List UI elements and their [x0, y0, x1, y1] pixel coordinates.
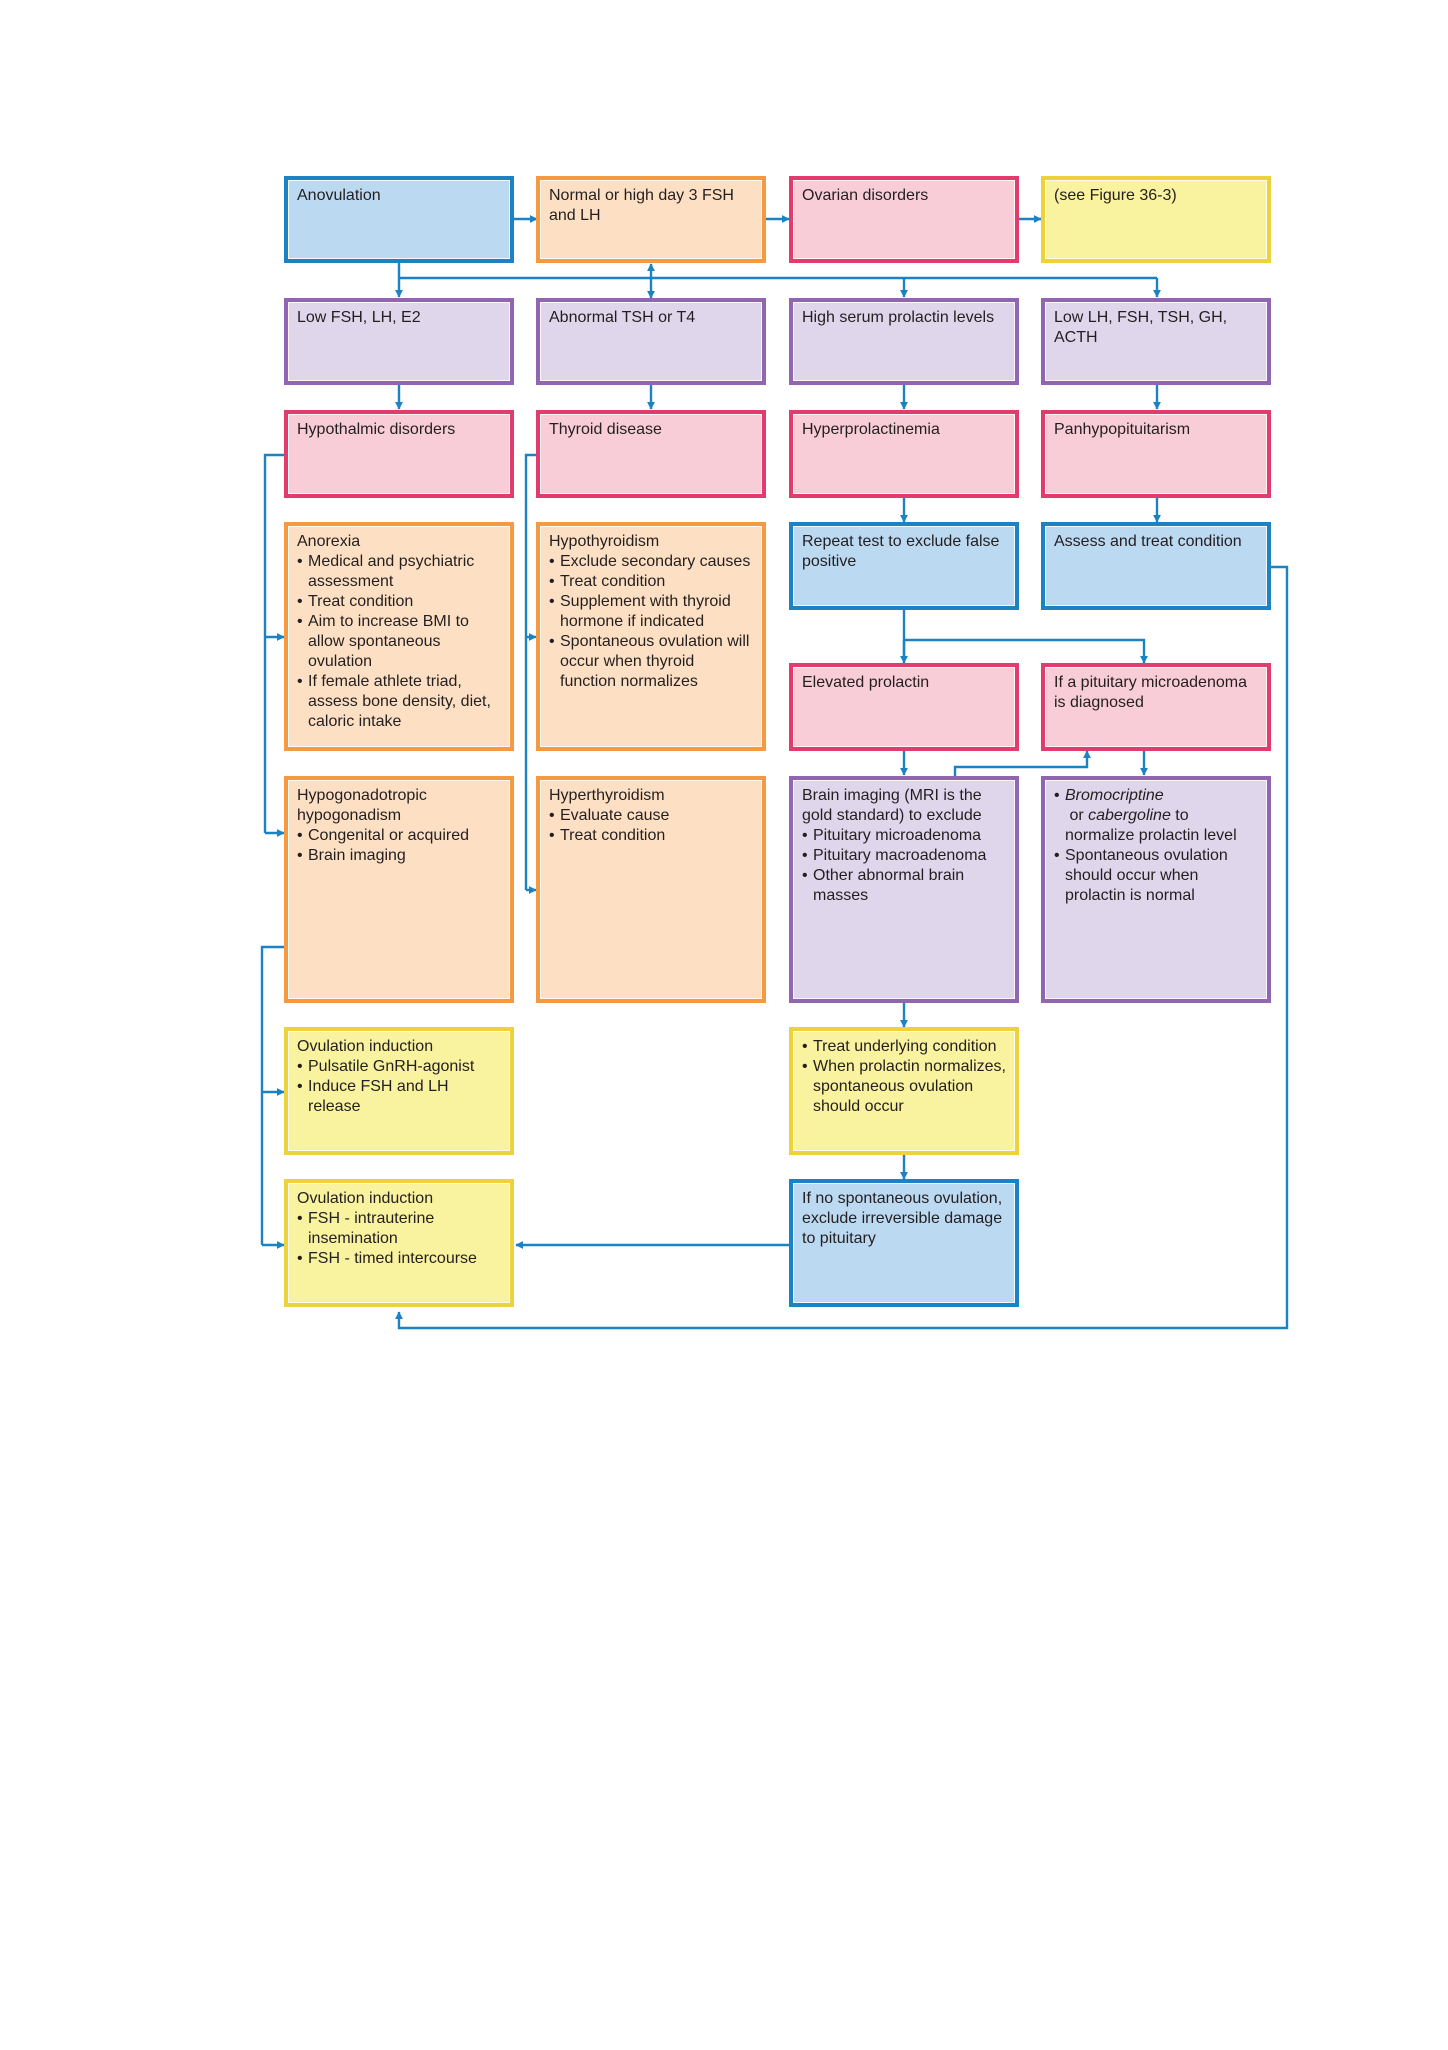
list-item: Treat condition — [549, 572, 754, 592]
or-text: or — [1065, 807, 1089, 824]
thyroid-disease-box: Thyroid disease — [536, 410, 766, 498]
high-prolactin-text: High serum prolactin levels — [802, 309, 995, 326]
anorexia-box: Anorexia Medical and psychiatric assessm… — [284, 522, 514, 751]
normalize-text: to normalize prolactin level — [1065, 807, 1237, 844]
thyroid-disease-text: Thyroid disease — [549, 421, 662, 438]
bromocriptine-drug: Bromocriptine — [1065, 787, 1164, 804]
hyperprolactinemia-text: Hyperprolactinemia — [802, 421, 940, 438]
list-item: Pituitary microadenoma — [802, 826, 1007, 846]
cabergoline-drug: cabergoline — [1088, 807, 1171, 824]
arrow-brain-micro — [953, 750, 1091, 777]
hypogonadotropic-title: Hypogonadotropic hypogonadism — [297, 787, 427, 824]
hypothyroidism-title: Hypothyroidism — [549, 533, 660, 550]
treat-underlying-box: Treat underlying condition When prolacti… — [789, 1027, 1019, 1155]
hypothalamic-bracket — [263, 453, 286, 833]
low-fsh-lh-e2-text: Low FSH, LH, E2 — [297, 309, 421, 326]
list-item: Spontaneous ovulation will occur when th… — [549, 632, 754, 692]
brain-imaging-list: Pituitary microadenoma Pituitary macroad… — [802, 826, 1007, 906]
repeat-test-box: Repeat test to exclude false positive — [789, 522, 1019, 610]
list-item: Other abnormal brain masses — [802, 866, 1007, 906]
ovulation-induction-1-box: Ovulation induction Pulsatile GnRH-agoni… — [284, 1027, 514, 1155]
list-item: When prolactin normalizes, spontaneous o… — [802, 1057, 1007, 1117]
normal-high-fsh-text: Normal or high day 3 FSH and LH — [549, 187, 734, 224]
ovulation-induction-2-list: FSH - intrauterine insemination FSH - ti… — [297, 1209, 502, 1269]
list-item: FSH - intrauterine insemination — [297, 1209, 502, 1249]
hypogonadotropic-bracket — [260, 945, 286, 1245]
hyperthyroidism-title: Hyperthyroidism — [549, 787, 665, 804]
ovarian-disorders-text: Ovarian disorders — [802, 187, 929, 204]
high-prolactin-box: High serum prolactin levels — [789, 298, 1019, 385]
list-item: Bromocriptine or cabergoline to normaliz… — [1054, 786, 1259, 846]
assess-treat-text: Assess and treat condition — [1054, 533, 1242, 550]
pituitary-micro-box: If a pituitary microadenoma is diagnosed — [1041, 663, 1271, 751]
hypothalamic-text: Hypothalmic disorders — [297, 421, 456, 438]
low-fsh-lh-e2-box: Low FSH, LH, E2 — [284, 298, 514, 385]
hypogonadotropic-box: Hypogonadotropic hypogonadism Congenital… — [284, 776, 514, 1003]
list-item: Treat condition — [549, 826, 754, 846]
list-item: Pulsatile GnRH-agonist — [297, 1057, 502, 1077]
ovulation-induction-2-title: Ovulation induction — [297, 1190, 434, 1207]
thyroid-bracket — [524, 453, 538, 890]
anorexia-list: Medical and psychiatric assessment Treat… — [297, 552, 502, 732]
brain-imaging-title: Brain imaging (MRI is the gold standard)… — [802, 787, 982, 824]
bromocriptine-box: Bromocriptine or cabergoline to normaliz… — [1041, 776, 1271, 1003]
anorexia-title: Anorexia — [297, 533, 361, 550]
normal-high-fsh-box: Normal or high day 3 FSH and LH — [536, 176, 766, 263]
abnormal-tsh-box: Abnormal TSH or T4 — [536, 298, 766, 385]
anovulation-box: Anovulation — [284, 176, 514, 263]
see-figure-text: (see Figure 36-3) — [1054, 187, 1177, 204]
assess-treat-box: Assess and treat condition — [1041, 522, 1271, 610]
hyperprolactinemia-box: Hyperprolactinemia — [789, 410, 1019, 498]
elevated-prolactin-box: Elevated prolactin — [789, 663, 1019, 751]
hypothyroidism-box: Hypothyroidism Exclude secondary causes … — [536, 522, 766, 751]
list-item: Evaluate cause — [549, 806, 754, 826]
low-lh-fsh-tsh-text: Low LH, FSH, TSH, GH, ACTH — [1054, 309, 1228, 346]
list-item: Treat condition — [297, 592, 502, 612]
list-item: Brain imaging — [297, 846, 502, 866]
ovulation-induction-1-list: Pulsatile GnRH-agonist Induce FSH and LH… — [297, 1057, 502, 1117]
bromocriptine-list: Bromocriptine or cabergoline to normaliz… — [1054, 786, 1259, 906]
list-item: FSH - timed intercourse — [297, 1249, 502, 1269]
no-spontaneous-box: If no spontaneous ovulation, exclude irr… — [789, 1179, 1019, 1307]
list-item: Pituitary macroadenoma — [802, 846, 1007, 866]
list-item: Medical and psychiatric assessment — [297, 552, 502, 592]
pituitary-micro-text: If a pituitary microadenoma is diagnosed — [1054, 674, 1247, 711]
list-item: Spontaneous ovulation should occur when … — [1054, 846, 1259, 906]
hypothalamic-box: Hypothalmic disorders — [284, 410, 514, 498]
ovulation-induction-1-title: Ovulation induction — [297, 1038, 434, 1055]
list-item: Aim to increase BMI to allow spontaneous… — [297, 612, 502, 672]
brain-imaging-box: Brain imaging (MRI is the gold standard)… — [789, 776, 1019, 1003]
ovulation-induction-2-box: Ovulation induction FSH - intrauterine i… — [284, 1179, 514, 1307]
list-item: Supplement with thyroid hormone if indic… — [549, 592, 754, 632]
list-item: Exclude secondary causes — [549, 552, 754, 572]
arrow-to-micro — [904, 638, 1148, 664]
anovulation-text: Anovulation — [297, 187, 381, 204]
list-item: If female athlete triad, assess bone den… — [297, 672, 502, 732]
low-lh-fsh-tsh-box: Low LH, FSH, TSH, GH, ACTH — [1041, 298, 1271, 385]
abnormal-tsh-text: Abnormal TSH or T4 — [549, 309, 696, 326]
no-spontaneous-text: If no spontaneous ovulation, exclude irr… — [802, 1190, 1003, 1247]
assess-loop — [395, 565, 1289, 1330]
repeat-test-text: Repeat test to exclude false positive — [802, 533, 1000, 570]
panhypopituitarism-text: Panhypopituitarism — [1054, 421, 1191, 438]
ovarian-disorders-box: Ovarian disorders — [789, 176, 1019, 263]
treat-underlying-list: Treat underlying condition When prolacti… — [802, 1037, 1007, 1117]
panhypopituitarism-box: Panhypopituitarism — [1041, 410, 1271, 498]
see-figure-box: (see Figure 36-3) — [1041, 176, 1271, 263]
hypothyroidism-list: Exclude secondary causes Treat condition… — [549, 552, 754, 692]
list-item: Treat underlying condition — [802, 1037, 1007, 1057]
hyperthyroidism-list: Evaluate cause Treat condition — [549, 806, 754, 846]
elevated-prolactin-text: Elevated prolactin — [802, 674, 930, 691]
hypogonadotropic-list: Congenital or acquired Brain imaging — [297, 826, 502, 866]
list-item: Congenital or acquired — [297, 826, 502, 846]
list-item: Induce FSH and LH release — [297, 1077, 502, 1117]
hyperthyroidism-box: Hyperthyroidism Evaluate cause Treat con… — [536, 776, 766, 1003]
